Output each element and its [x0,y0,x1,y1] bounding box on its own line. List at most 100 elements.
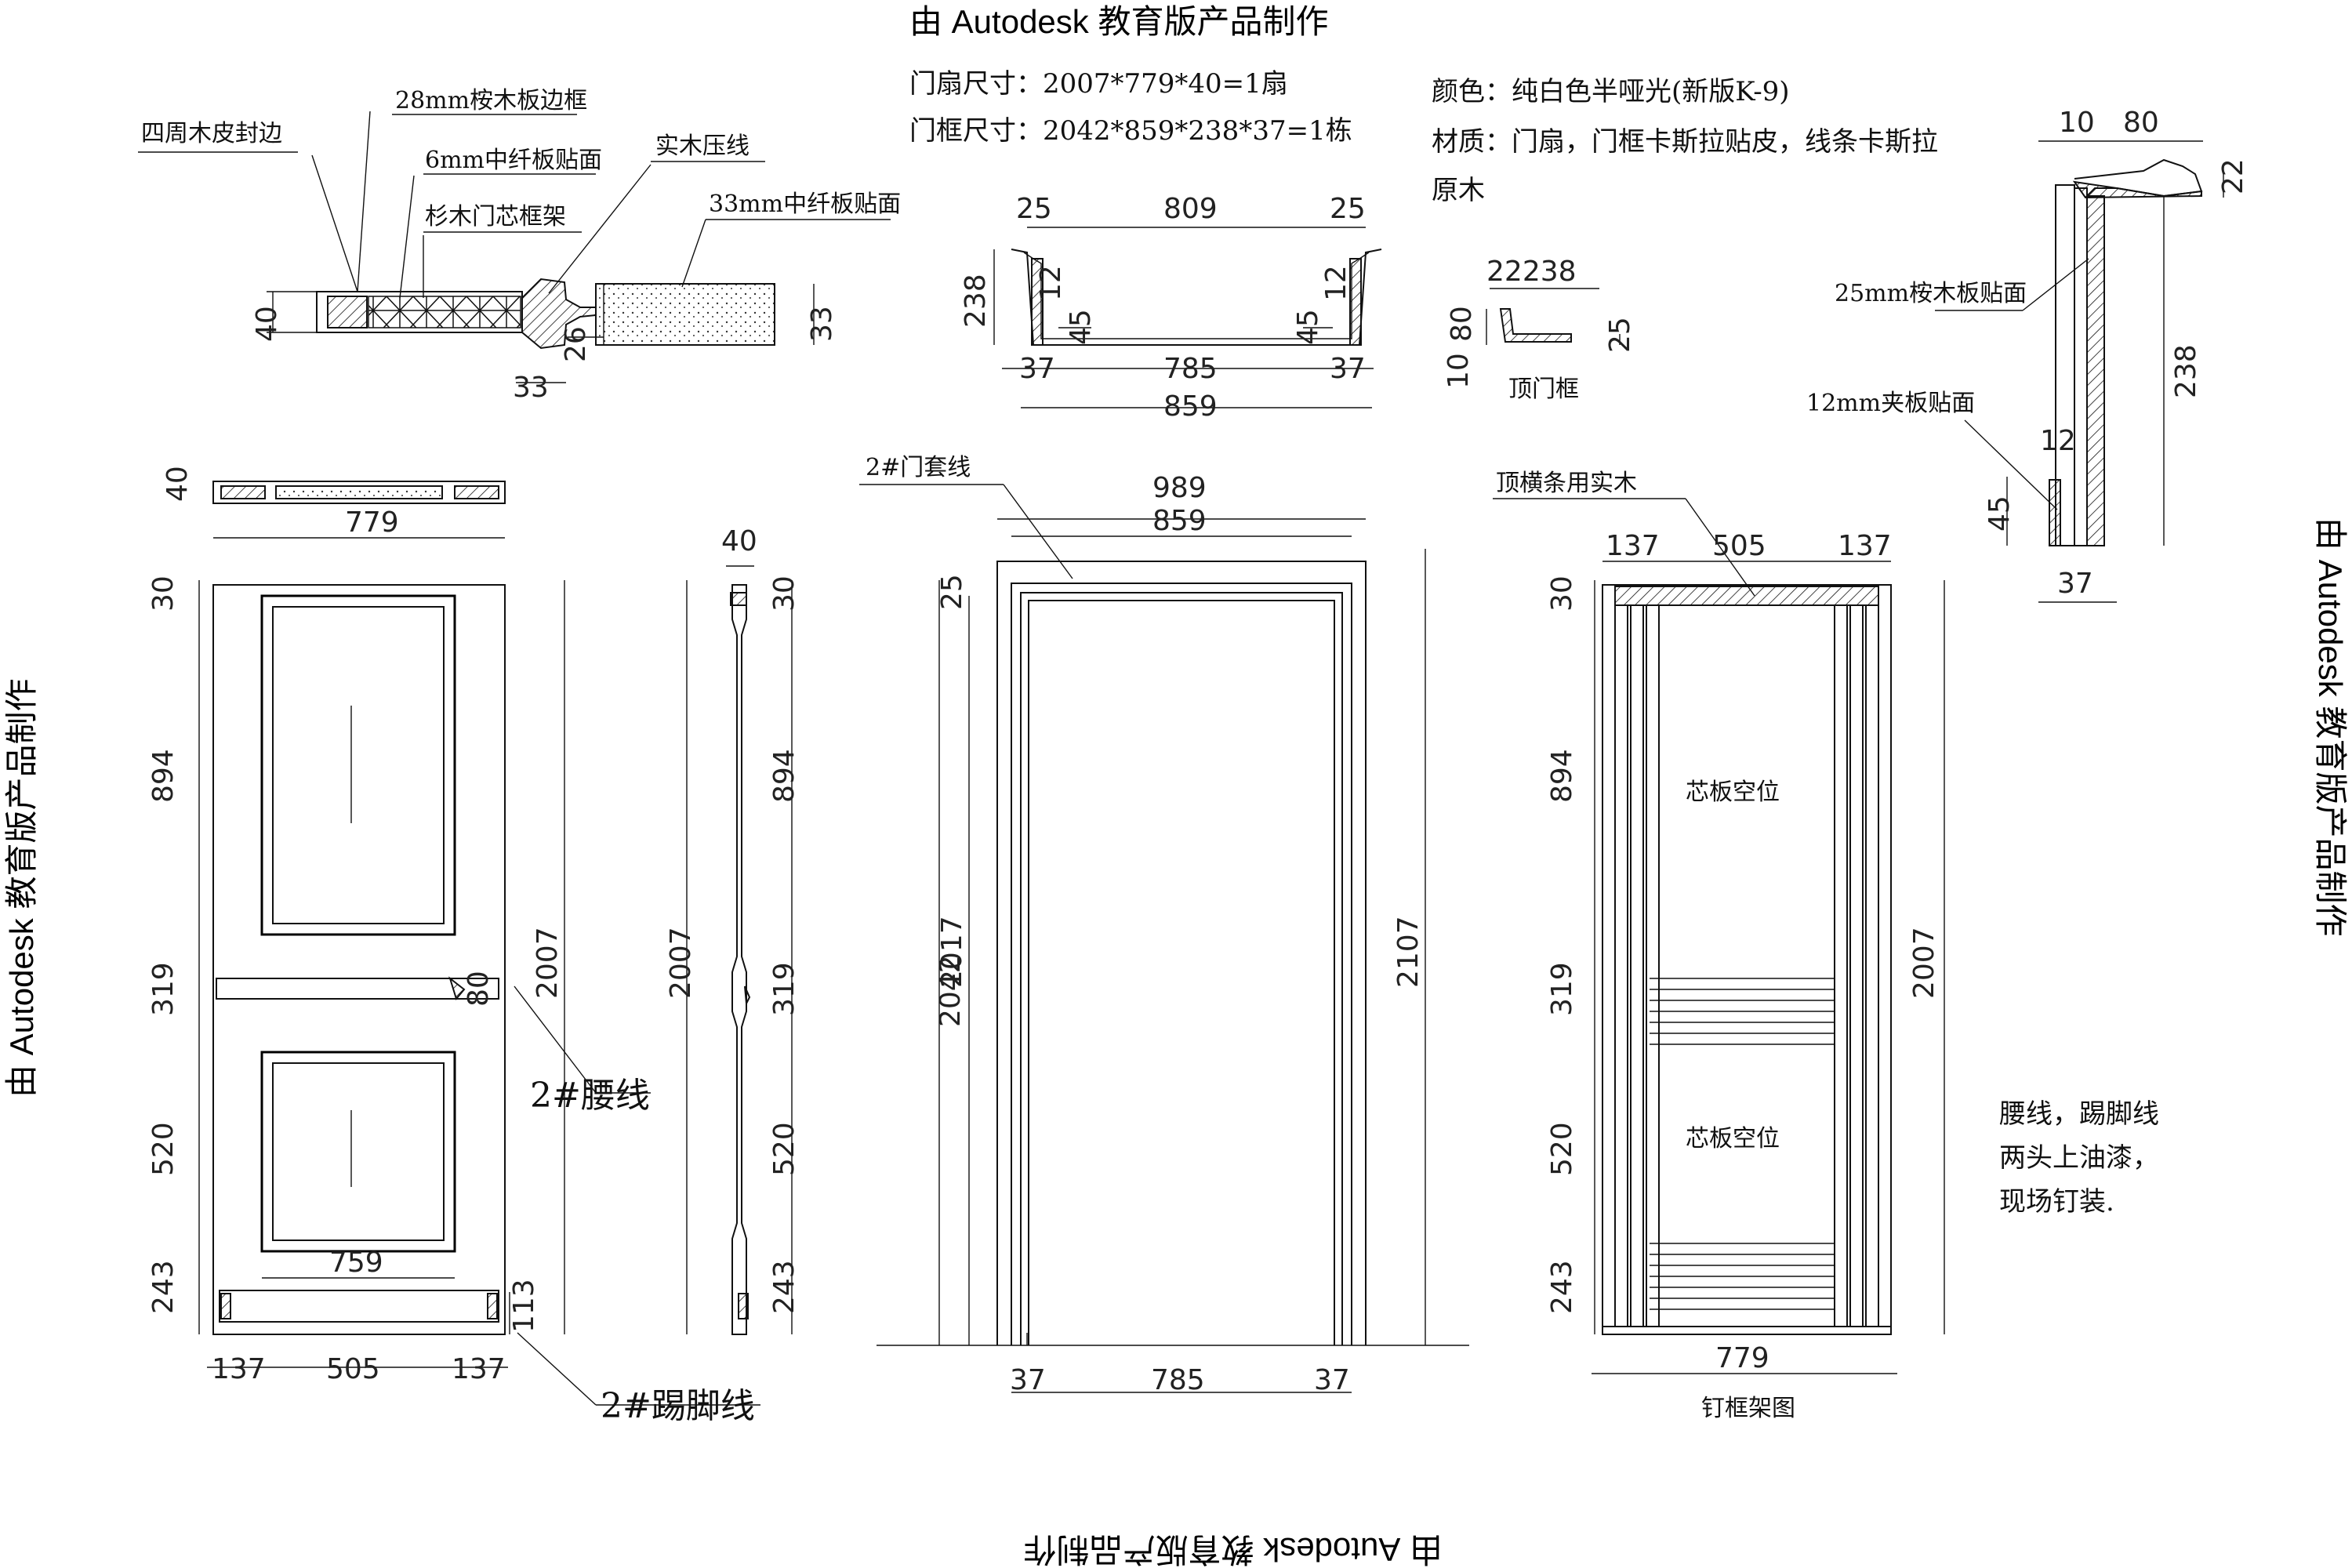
frame-dim-rebate-right: 45 [1292,309,1324,345]
dim-trim-width: 33 [513,372,549,404]
profile-dim-top-c: 22 [2217,158,2249,194]
side-note-1: 腰线，踢脚线 [1999,1098,2159,1130]
top-frame-dim-e: 25 [1604,317,1636,353]
frame-dim-rebate-left: 45 [1065,309,1097,345]
dim-thickness: 40 [251,306,283,342]
label-ply-12: 12mm夹板贴面 [1806,390,1975,417]
profile-dim-width: 37 [2057,568,2093,600]
door-dim-30: 30 [147,575,180,612]
door-frame-size: 门框尺寸：2042*859*238*37=1栋 [909,115,1352,147]
door-kick-height: 113 [508,1279,540,1333]
frame-dim-overall: 859 [1163,390,1218,423]
profile-dim-top-a: 10 [2059,107,2095,139]
nail-frame-label: 顶横条用实木 [1496,470,1637,497]
side-dim-894: 894 [768,749,800,803]
door-waist-height: 80 [463,971,495,1007]
nail-frame-diagram [1493,498,1945,1374]
side-dim-520: 520 [768,1122,800,1176]
door-leaf-size: 门扇尺寸：2007*779*40=1扇 [909,68,1288,100]
nail-top-mid: 505 [1712,530,1766,562]
frame-dim-inner-right: 12 [1320,265,1352,301]
material-note-1: 材质：门扇，门框卡斯拉贴皮，线条卡斯拉 [1432,126,1938,158]
frame-top-dim: 25 [936,574,968,610]
side-dim-30: 30 [768,575,800,612]
watermark-right: 由 Autodesk 教育版产品制作 [2312,517,2349,936]
nail-dim-319: 319 [1546,962,1578,1016]
nail-dim-520: 520 [1546,1122,1578,1176]
frame-dim-top-right: 25 [1330,193,1366,225]
door-top-width: 779 [345,506,399,539]
frame-h3-dim: 2107 [1392,916,1425,988]
door-bottom-mid: 505 [326,1353,380,1385]
frame-elevation [859,484,1469,1393]
waist-line-label: 2#腰线 [530,1076,650,1116]
watermark-left: 由 Autodesk 教育版产品制作 [3,679,40,1098]
profile-dim-height: 238 [2170,344,2202,398]
nail-top-left: 137 [1606,530,1660,562]
frame-dim-inner-left: 12 [1035,265,1067,301]
nail-overall-dim: 2007 [1908,927,1940,999]
label-veneer-25: 25mm桉木板贴面 [1835,280,2027,307]
dim-trim-depth: 26 [560,326,592,362]
side-overall-dim: 2007 [665,927,697,999]
watermark-bottom: 由 Autodesk 教育版产品制作 [1024,1531,1443,1568]
door-dim-319: 319 [147,962,180,1016]
side-note-2: 两头上油漆， [1999,1142,2159,1174]
top-frame-dim-d: 10 [1443,353,1475,389]
dim-panel-thickness: 33 [806,306,838,342]
profile-dim-face: 45 [1984,495,2016,532]
frame-bottom-left: 37 [1010,1364,1046,1396]
profile-dim-rebate: 12 [2040,425,2076,457]
nail-lower-core: 芯板空位 [1686,1125,1780,1152]
door-edge-dim: 40 [162,466,194,502]
frame-dim-height: 238 [960,274,992,328]
watermark-top: 由 Autodesk 教育版产品制作 [909,3,1328,40]
nail-dim-894: 894 [1546,749,1578,803]
nail-dim-243: 243 [1546,1260,1578,1314]
door-bottom-right: 137 [452,1353,506,1385]
frame-bottom-right: 37 [1314,1364,1350,1396]
frame-dim-top-left: 25 [1016,193,1052,225]
frame-h2-dim: 2017 [936,916,968,988]
side-dim-319: 319 [768,962,800,1016]
nail-width-dim: 779 [1715,1342,1769,1374]
door-inner-width: 759 [329,1247,383,1279]
door-overall-height: 2007 [532,927,564,999]
material-note-2: 原木 [1432,175,1485,206]
frame-inner-dim: 859 [1152,505,1207,537]
label-mdf-face-33: 33mm中纤板贴面 [709,191,901,218]
label-solid-trim: 实木压线 [655,132,750,160]
frame-dim-bottom-mid: 785 [1163,353,1218,385]
frame-dim-bottom-right: 37 [1330,353,1366,385]
door-side-view [686,565,793,1335]
side-profile-detail [1935,140,2224,603]
door-elevation [198,481,760,1406]
label-edge-frame: 28mm桉木板边框 [395,87,587,114]
door-dim-520: 520 [147,1122,180,1176]
label-mdf-face-6: 6mm中纤板贴面 [425,147,602,174]
nail-dim-30: 30 [1546,575,1578,612]
nail-frame-caption: 钉框架图 [1701,1395,1795,1422]
top-frame-detail [1486,288,1621,345]
top-frame-label: 顶门框 [1508,376,1579,403]
label-veneer-edge: 四周木皮封边 [141,120,282,147]
door-bottom-left: 137 [212,1353,266,1385]
frame-dim-top-mid: 809 [1163,193,1218,225]
profile-dim-top-b: 80 [2123,107,2159,139]
top-frame-dim-c: 80 [1446,306,1478,342]
label-fir-core: 杉木门芯框架 [425,203,566,230]
door-dim-243: 243 [147,1260,180,1314]
frame-bottom-mid: 785 [1151,1364,1205,1396]
nail-upper-core: 芯板空位 [1686,779,1780,806]
frame-plan [993,227,1382,408]
frame-outer-dim: 989 [1152,472,1207,504]
door-dim-894: 894 [147,749,180,803]
side-top-dim: 40 [721,525,757,557]
frame-h1-dim: 2042 [935,955,967,1027]
nail-top-right: 137 [1838,530,1892,562]
side-dim-243: 243 [768,1260,800,1314]
side-note-3: 现场钉装. [1999,1186,2114,1218]
frame-dim-bottom-left: 37 [1019,353,1055,385]
kick-line-label: 2#踢脚线 [601,1386,755,1426]
